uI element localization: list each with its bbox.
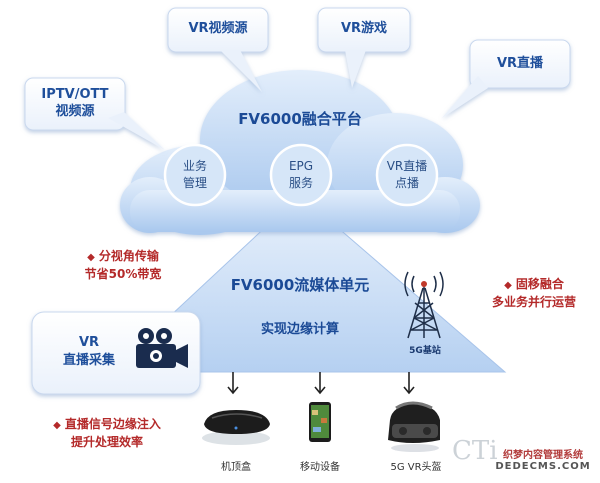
mobile-device-icon — [309, 402, 331, 442]
video-camera-icon — [136, 328, 188, 368]
circle-vr-label: VR直播 点播 — [377, 158, 437, 192]
benefit-convergence: ◆固移融合 多业务并行运营 — [470, 276, 598, 311]
callout-iptv — [24, 77, 165, 150]
benefit-edge-injection: ◆直播信号边缘注入 提升处理效率 — [32, 416, 182, 451]
platform-title: FV6000融合平台 — [238, 110, 362, 128]
circle-business-label: 业务 管理 — [165, 158, 225, 192]
vr-headset-label: 5G VR头盔 — [390, 462, 442, 473]
diamond-bullet-icon: ◆ — [504, 280, 512, 291]
tower-label: 5G基站 — [409, 346, 441, 356]
callout-vr-video — [167, 7, 269, 92]
circle-business-line2: 管理 — [182, 176, 207, 190]
vr-headset-icon — [388, 401, 440, 452]
mobile-device-label: 移动设备 — [300, 462, 340, 473]
watermark-badge — [488, 442, 596, 476]
benefit-convergence-line1: 固移融合 — [515, 277, 564, 291]
set-top-box-label: 机顶盒 — [221, 462, 251, 473]
arrow-down-icon-2 — [314, 372, 326, 395]
arrow-down-icon-1 — [227, 372, 239, 395]
callout-vr-video-label: VR视频源 — [188, 21, 248, 36]
set-top-box-icon — [202, 410, 270, 445]
streaming-unit-title: FV6000流媒体单元 — [230, 276, 370, 294]
circle-vr-line1: VR直播 — [386, 159, 428, 173]
service-circle-epg — [269, 143, 333, 207]
callout-iptv-line1: IPTV/OTT — [41, 87, 109, 102]
circle-vr-line2: 点播 — [394, 176, 419, 190]
diamond-bullet-icon: ◆ — [87, 252, 95, 263]
callout-vr-live — [442, 39, 571, 118]
benefit-bandwidth-line1: 分视角传输 — [98, 249, 159, 263]
diamond-bullet-icon: ◆ — [53, 420, 61, 431]
streaming-unit-subtitle: 实现边缘计算 — [260, 322, 339, 337]
callout-vr-live-label: VR直播 — [496, 56, 544, 71]
benefit-edge-line1: 直播信号边缘注入 — [64, 417, 161, 431]
service-circle-business — [163, 143, 227, 207]
service-circle-vr — [375, 143, 439, 207]
callout-iptv-label: IPTV/OTT 视频源 — [25, 86, 125, 120]
watermark-site-name: 织梦内容管理系统 — [503, 450, 583, 461]
benefit-bandwidth-line2: 节省50%带宽 — [84, 267, 162, 281]
watermark-site-url: DEDECMS.COM — [495, 461, 591, 472]
tower-top-icon — [421, 281, 427, 287]
benefit-bandwidth: ◆分视角传输 节省50%带宽 — [58, 248, 188, 283]
callout-iptv-line2: 视频源 — [55, 104, 95, 119]
vr-capture-line1: VR — [78, 335, 100, 350]
vr-capture-label: VR 直播采集 — [44, 334, 134, 370]
circle-epg-label: EPG 服务 — [271, 158, 331, 192]
watermark-brand: CTi — [452, 436, 498, 466]
callout-vr-game — [317, 7, 411, 88]
benefit-convergence-line2: 多业务并行运营 — [491, 295, 576, 309]
arrow-down-icon-3 — [403, 372, 415, 395]
cell-tower-icon — [404, 271, 444, 339]
vr-capture-line2: 直播采集 — [62, 353, 115, 368]
circle-business-line1: 业务 — [182, 159, 207, 173]
benefit-edge-line2: 提升处理效率 — [70, 435, 143, 449]
circle-epg-line1: EPG — [288, 159, 314, 173]
circle-epg-line2: 服务 — [288, 176, 313, 190]
callout-vr-game-label: VR游戏 — [340, 21, 388, 36]
streaming-unit-shape — [108, 194, 507, 373]
